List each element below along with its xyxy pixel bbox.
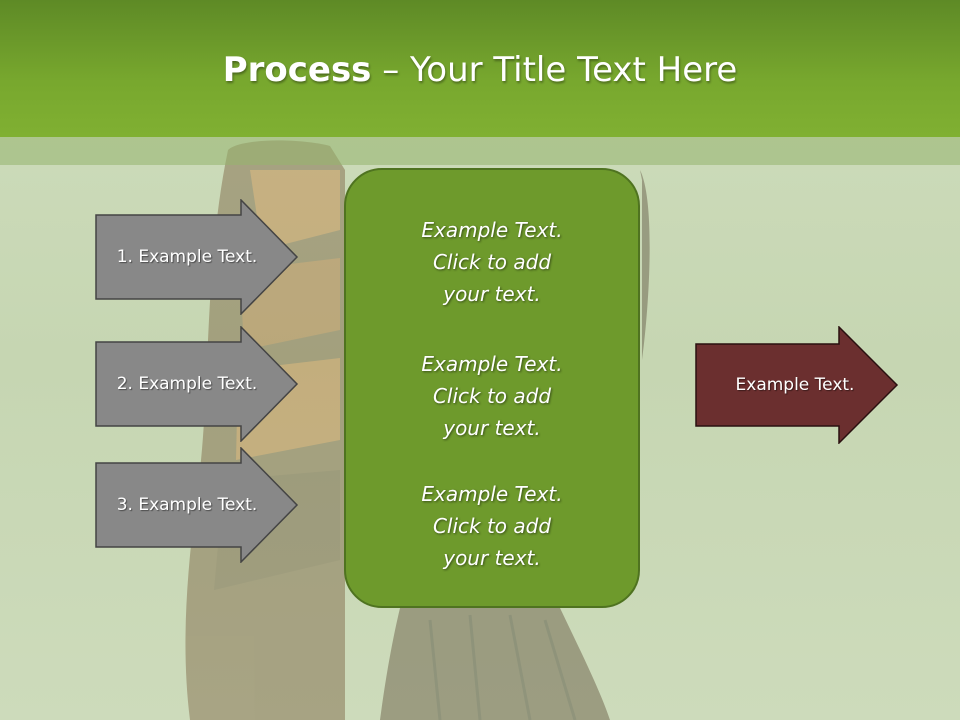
center-item-line: Example Text. <box>421 482 563 506</box>
center-item-line: Click to add <box>432 250 552 274</box>
left-arrow-label: 1. Example Text. <box>116 247 258 267</box>
slide-title: Process – Your Title Text Here <box>0 50 960 90</box>
left-arrow-3: 3. Example Text. <box>95 447 299 563</box>
arrow-shape <box>695 326 899 444</box>
center-text-item-2[interactable]: Example Text. Click to add your text. <box>346 348 638 444</box>
left-arrow-1: 1. Example Text. <box>95 199 299 315</box>
left-arrow-label: 3. Example Text. <box>116 495 258 515</box>
arrow-shape <box>95 199 299 315</box>
right-arrow-label: Example Text. <box>735 375 855 395</box>
left-arrow-2: 2. Example Text. <box>95 326 299 442</box>
center-item-line: Click to add <box>432 514 552 538</box>
center-text-box[interactable]: Example Text. Click to add your text. Ex… <box>344 168 640 608</box>
center-item-line: Example Text. <box>421 218 563 242</box>
header-strip <box>0 137 960 165</box>
arrow-shape <box>95 447 299 563</box>
center-item-line: Click to add <box>432 384 552 408</box>
center-text-item-1[interactable]: Example Text. Click to add your text. <box>346 214 638 310</box>
center-item-line: your text. <box>443 546 541 570</box>
right-arrow: Example Text. <box>695 326 899 444</box>
arrow-shape <box>95 326 299 442</box>
center-item-line: your text. <box>443 416 541 440</box>
center-item-line: your text. <box>443 282 541 306</box>
header-bar <box>0 0 960 137</box>
title-bold: Process <box>222 50 372 90</box>
center-text-item-3[interactable]: Example Text. Click to add your text. <box>346 478 638 574</box>
left-arrow-label: 2. Example Text. <box>116 374 258 394</box>
center-item-line: Example Text. <box>421 352 563 376</box>
title-rest: – Your Title Text Here <box>371 50 738 90</box>
